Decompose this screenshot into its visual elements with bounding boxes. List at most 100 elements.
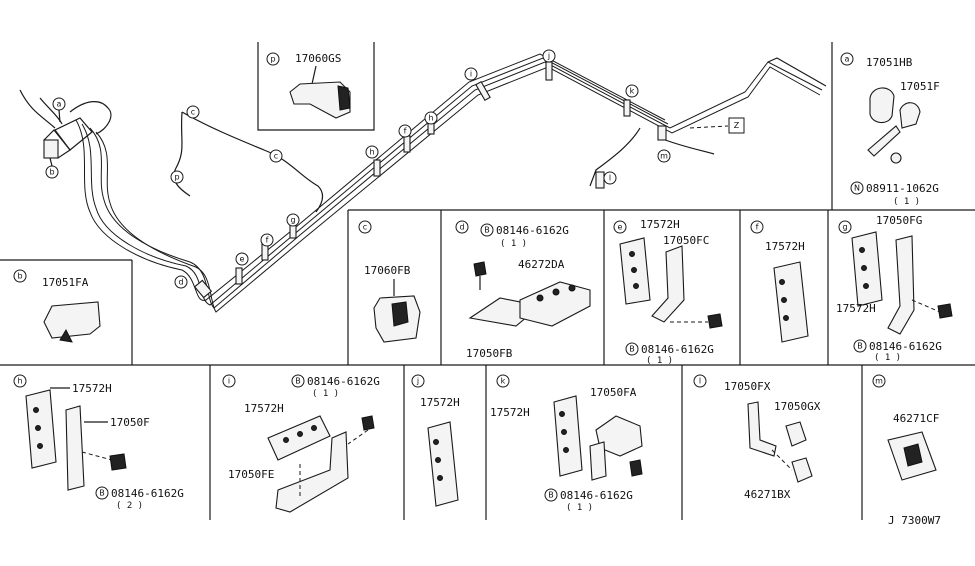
svg-text:l: l (699, 377, 701, 386)
callout-g: g (286, 213, 300, 227)
svg-text:i: i (470, 70, 472, 79)
svg-text:08146-6162G: 08146-6162G (111, 487, 184, 500)
svg-text:B: B (629, 345, 635, 354)
svg-text:17050FE: 17050FE (228, 468, 274, 481)
panel-h: h 17572H 17050F B 08146-6162G ( 2 ) (13, 374, 184, 511)
panel-p: p 17060GS (266, 52, 351, 119)
callout-p: p (170, 170, 184, 184)
svg-text:17051FA: 17051FA (42, 276, 89, 289)
callout-e: e (235, 252, 249, 266)
svg-text:B: B (548, 491, 554, 500)
callout-k: k (625, 84, 639, 98)
svg-text:17050FX: 17050FX (724, 380, 771, 393)
svg-text:k: k (630, 87, 635, 96)
svg-text:17572H: 17572H (244, 402, 284, 415)
callout-d: d (174, 275, 188, 289)
svg-text:B: B (295, 377, 301, 386)
svg-text:h: h (17, 377, 22, 386)
callout-f: f (260, 233, 274, 247)
diagram-code: J 7300W7 (888, 514, 941, 527)
svg-text:( 1 ): ( 1 ) (312, 389, 339, 399)
svg-text:f: f (266, 236, 269, 245)
svg-text:08146-6162G: 08146-6162G (869, 340, 942, 353)
svg-text:17050F: 17050F (110, 416, 150, 429)
main-pipe-assembly (19, 53, 827, 313)
svg-text:d: d (459, 223, 464, 232)
panel-k: k 17050FA 17572H B 08146-6162G ( 1 ) (490, 374, 643, 513)
svg-text:i: i (228, 377, 230, 386)
svg-text:08911-1062G: 08911-1062G (866, 182, 939, 195)
svg-text:17572H: 17572H (640, 218, 680, 231)
svg-text:08146-6162G: 08146-6162G (496, 224, 569, 237)
panel-e: e 17572H 17050FC B 08146-6162G ( 1 ) (613, 218, 723, 366)
svg-text:b: b (49, 168, 54, 177)
svg-text:l: l (609, 174, 611, 183)
svg-text:08146-6162G: 08146-6162G (307, 375, 380, 388)
svg-text:17572H: 17572H (490, 406, 530, 419)
svg-text:f: f (756, 223, 759, 232)
callout-c-2: c (269, 149, 283, 163)
svg-text:e: e (240, 255, 245, 264)
svg-text:g: g (842, 223, 847, 232)
svg-text:b: b (17, 272, 22, 281)
svg-text:( 2 ): ( 2 ) (116, 501, 143, 511)
svg-text:p: p (174, 173, 179, 182)
svg-text:17051HB: 17051HB (866, 56, 913, 69)
main-callouts: a b p c c d e f g h f h i j k m l Z (45, 49, 745, 289)
svg-text:h: h (428, 114, 433, 123)
panel-l: l 17050FX 17050GX 46271BX (693, 374, 821, 501)
svg-text:17050FA: 17050FA (590, 386, 637, 399)
svg-text:k: k (501, 377, 506, 386)
callout-f-2: f (398, 124, 412, 138)
callout-j: j (542, 49, 556, 63)
svg-text:17572H: 17572H (765, 240, 805, 253)
svg-text:17572H: 17572H (72, 382, 112, 395)
svg-text:a: a (845, 55, 850, 64)
svg-text:m: m (875, 377, 883, 386)
panel-g: g 17050FG 17572H B 08146-6162G ( 1 ) (836, 214, 953, 363)
svg-text:Z: Z (734, 121, 740, 130)
svg-text:B: B (857, 342, 863, 351)
svg-text:17060GS: 17060GS (295, 52, 341, 65)
svg-text:46271BX: 46271BX (744, 488, 791, 501)
panel-d: d B 08146-6162G ( 1 ) 46272DA 17050FB (455, 220, 591, 360)
svg-text:17050GX: 17050GX (774, 400, 821, 413)
svg-text:46271CF: 46271CF (893, 412, 939, 425)
callout-a: a (52, 97, 66, 123)
svg-text:( 1 ): ( 1 ) (500, 239, 527, 249)
panel-m: m 46271CF (872, 374, 939, 481)
svg-text:m: m (660, 152, 668, 161)
svg-text:( 1 ): ( 1 ) (646, 356, 673, 366)
svg-text:17060FB: 17060FB (364, 264, 411, 277)
callout-l: l (603, 171, 617, 185)
svg-text:17050FG: 17050FG (876, 214, 922, 227)
svg-text:08146-6162G: 08146-6162G (560, 489, 633, 502)
svg-text:08146-6162G: 08146-6162G (641, 343, 714, 356)
svg-text:( 1 ): ( 1 ) (566, 503, 593, 513)
svg-text:p: p (270, 55, 275, 64)
callout-z: Z (728, 117, 745, 134)
svg-text:17050FC: 17050FC (663, 234, 709, 247)
svg-text:c: c (363, 223, 367, 232)
panel-i: i B 08146-6162G ( 1 ) 17572H 17050FE (222, 374, 380, 513)
svg-text:17051F: 17051F (900, 80, 940, 93)
panel-b: b 17051FA (13, 269, 101, 343)
svg-text:h: h (369, 148, 374, 157)
callout-h-1: h (365, 145, 379, 159)
svg-text:e: e (618, 223, 623, 232)
callout-h-2: h (424, 111, 438, 125)
callout-c-1: c (186, 105, 200, 119)
svg-text:B: B (484, 226, 490, 235)
panel-borders (0, 42, 975, 520)
panel-f: f 17572H (750, 220, 809, 343)
svg-text:17050FB: 17050FB (466, 347, 513, 360)
panel-a: a 17051HB 17051F N 08911-1062G ( 1 ) (840, 52, 940, 207)
panel-c: c 17060FB (358, 220, 421, 343)
svg-text:( 1 ): ( 1 ) (893, 197, 920, 207)
svg-text:17572H: 17572H (420, 396, 460, 409)
svg-text:B: B (99, 489, 105, 498)
svg-text:a: a (57, 100, 62, 109)
svg-text:46272DA: 46272DA (518, 258, 565, 271)
